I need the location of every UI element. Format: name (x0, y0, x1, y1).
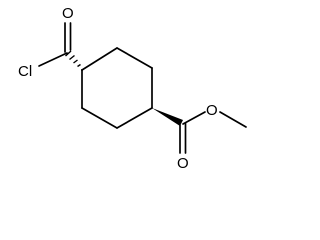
c-cl-bond (38, 52, 68, 67)
atom-label-o-ester-carbonyl: O (177, 155, 189, 172)
o-methyl-bond (219, 111, 247, 128)
ring-bond-2 (116, 47, 153, 69)
c-o-single-bond (182, 111, 206, 125)
molecule-structure: O Cl O O (18, 5, 247, 172)
atom-label-cl: Cl (18, 63, 32, 80)
methyl-ester-group: O O (152, 102, 247, 172)
ring-bond-1 (81, 47, 118, 71)
atom-label-o-ester-single: O (206, 102, 218, 119)
atom-label-o-acyl: O (62, 5, 74, 22)
ring-bond-5 (81, 107, 118, 129)
hashed-wedge-bond (65, 50, 83, 71)
bold-wedge-bond (152, 108, 183, 126)
ring-bond-4 (116, 107, 153, 129)
acyl-chloride-group: O Cl (18, 5, 83, 80)
cyclohexane-ring (81, 47, 153, 129)
